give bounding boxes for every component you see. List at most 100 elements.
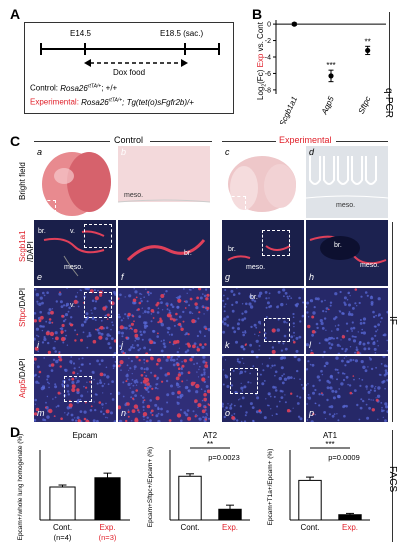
marker-dot (151, 387, 154, 390)
nucleus-dot (195, 306, 199, 310)
marker-dot (130, 322, 134, 326)
timeline-tick-end (218, 43, 220, 55)
tile-m-aqp5-control: m (34, 356, 116, 422)
nucleus-dot (86, 346, 89, 349)
nucleus-dot (247, 381, 250, 384)
nucleus-dot (176, 382, 179, 385)
nucleus-dot (203, 371, 206, 374)
nucleus-dot (358, 342, 362, 346)
nucleus-dot (79, 289, 82, 291)
nucleus-dot (191, 356, 195, 359)
nucleus-dot (133, 288, 135, 290)
nucleus-dot (139, 297, 142, 300)
nucleus-dot (359, 322, 363, 325)
nucleus-dot (176, 350, 179, 354)
nucleus-dot (90, 309, 92, 311)
nucleus-dot (160, 323, 164, 327)
nucleus-dot (248, 302, 252, 306)
nucleus-dot (65, 334, 67, 337)
nucleus-dot (373, 347, 377, 351)
nucleus-dot (141, 307, 143, 309)
nucleus-dot (143, 310, 147, 314)
nucleus-dot (71, 380, 75, 385)
nucleus-dot (199, 365, 201, 368)
nucleus-dot (229, 406, 233, 410)
marker-dot (98, 335, 103, 340)
nucleus-dot (315, 322, 319, 326)
nucleus-dot (382, 380, 386, 383)
nucleus-dot (345, 404, 348, 408)
marker-dot (99, 293, 103, 297)
nucleus-dot (313, 306, 316, 309)
nucleus-dot (383, 373, 387, 377)
marker-dot (137, 409, 140, 412)
nucleus-dot (265, 398, 267, 400)
nucleus-dot (150, 320, 153, 323)
marker-dot (59, 291, 61, 293)
nucleus-dot (47, 381, 49, 384)
nucleus-dot (149, 419, 152, 422)
dox-arrow (84, 59, 188, 67)
nucleus-dot (70, 362, 72, 365)
nucleus-dot (274, 370, 278, 374)
nucleus-dot (112, 356, 115, 358)
nucleus-dot (299, 396, 302, 399)
marker-dot (307, 324, 311, 329)
nucleus-dot (329, 304, 332, 307)
nucleus-dot (140, 381, 143, 384)
nucleus-dot (142, 405, 145, 409)
tile-g-br: br. (228, 246, 236, 253)
nucleus-dot (98, 363, 101, 366)
marker-dot (147, 291, 149, 294)
facs-category-note-0-1: (n=3) (99, 533, 117, 542)
qpcr-ytick-label-3: -6 (265, 71, 271, 78)
nucleus-dot (36, 303, 39, 305)
nucleus-dot (157, 406, 159, 408)
nucleus-dot (87, 391, 89, 393)
nucleus-dot (293, 331, 295, 334)
nucleus-dot (309, 299, 311, 301)
marker-dot (134, 333, 139, 338)
nucleus-dot (373, 341, 376, 344)
marker-dot (187, 371, 191, 374)
nucleus-dot (382, 334, 385, 336)
nucleus-dot (43, 294, 46, 297)
qpcr-ytick-label-1: -2 (265, 38, 271, 45)
nucleus-dot (122, 381, 125, 384)
marker-dot (195, 383, 200, 389)
nucleus-dot (170, 384, 173, 388)
nucleus-dot (255, 410, 259, 414)
nucleus-dot (359, 352, 362, 354)
nucleus-dot (235, 301, 238, 304)
nucleus-dot (295, 349, 299, 353)
nucleus-dot (329, 301, 333, 304)
nucleus-dot (122, 410, 124, 413)
nucleus-dot (344, 303, 347, 306)
nucleus-dot (66, 344, 69, 346)
nucleus-dot (64, 318, 67, 321)
nucleus-dot (241, 303, 244, 305)
nucleus-dot (323, 411, 326, 414)
nucleus-dot (142, 409, 145, 411)
nucleus-dot (274, 389, 278, 392)
nucleus-dot (293, 325, 295, 328)
control-header-line-right (150, 141, 212, 142)
marker-dot (311, 315, 315, 319)
nucleus-dot (168, 334, 171, 336)
nucleus-dot (89, 409, 93, 412)
marker-dot (49, 331, 55, 337)
marker-dot (73, 299, 78, 304)
tile-a-bright-field-control: a (34, 146, 116, 218)
nucleus-dot (383, 364, 387, 368)
nucleus-dot (252, 365, 255, 368)
marker-dot (38, 370, 42, 374)
tile-d-bright-field-exp: d meso. (306, 146, 388, 218)
nucleus-dot (64, 412, 66, 414)
marker-dot (134, 418, 139, 422)
nucleus-dot (230, 384, 234, 387)
nucleus-dot (368, 406, 371, 410)
nucleus-dot (226, 315, 229, 319)
nucleus-dot (186, 386, 189, 389)
nucleus-dot (257, 294, 261, 298)
marker-dot (160, 294, 165, 298)
